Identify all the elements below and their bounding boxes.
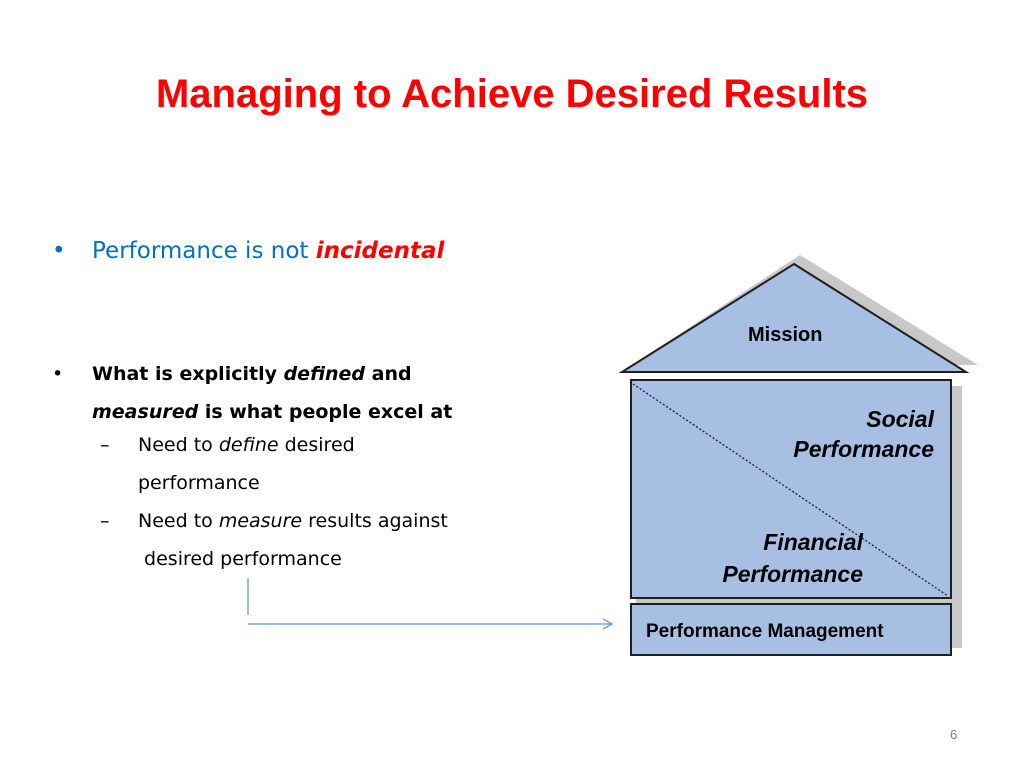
slide-title: Managing to Achieve Desired Results: [155, 72, 869, 116]
text-segment: desired: [278, 434, 355, 456]
house-foundation: [630, 603, 952, 656]
text-segment: Need to: [138, 434, 219, 456]
text-emphasis: measure: [218, 510, 303, 532]
text-segment: What is explicitly: [92, 363, 284, 385]
page-number: 6: [950, 727, 958, 742]
subbullet-line-1: Need to measure results against: [100, 502, 448, 540]
text-segment: Need to: [138, 510, 219, 532]
bullet-performance: • Performance is not incidental: [52, 238, 444, 264]
subbullet-measure: – Need to measure results against desire…: [100, 502, 448, 578]
bullet-text: Performance is not: [92, 238, 316, 264]
bullet-line-1: What is explicitly defined and: [52, 355, 452, 393]
text-emphasis: define: [218, 434, 279, 456]
subbullet-line-2: desired performance: [138, 548, 342, 570]
financial-performance-label: Financial Performance: [722, 526, 863, 590]
subbullet-line-1: Need to define desired: [100, 426, 355, 464]
subbullet-line-2: performance: [138, 472, 260, 494]
label-line: Performance: [722, 561, 863, 587]
bullet-emphasis: incidental: [315, 238, 445, 264]
house-body: [630, 379, 952, 599]
arrow-head-icon: [602, 618, 614, 630]
bullet-defined-measured: • What is explicitly defined and measure…: [52, 355, 452, 431]
bullet-marker: •: [52, 363, 64, 385]
text-segment: results against: [302, 510, 448, 532]
label-line: Social: [866, 406, 934, 432]
foundation-label: Performance Management: [646, 621, 884, 642]
bullet-line-2: measured is what people excel at: [52, 393, 452, 431]
text-emphasis: measured: [92, 401, 199, 423]
house-roof: [618, 262, 970, 373]
roof-label: Mission: [748, 324, 823, 346]
label-line: Performance: [793, 436, 934, 462]
label-line: Financial: [763, 529, 863, 555]
bullet-marker: •: [52, 238, 66, 264]
social-performance-label: Social Performance: [793, 404, 934, 464]
text-segment: and: [365, 363, 412, 385]
subbullet-marker: –: [100, 510, 110, 532]
diagonal-divider: [632, 383, 949, 597]
text-emphasis: defined: [283, 363, 366, 385]
text-segment: is what people excel at: [198, 401, 453, 423]
subbullet-define: – Need to define desired performance: [100, 426, 355, 502]
subbullet-marker: –: [100, 434, 110, 456]
